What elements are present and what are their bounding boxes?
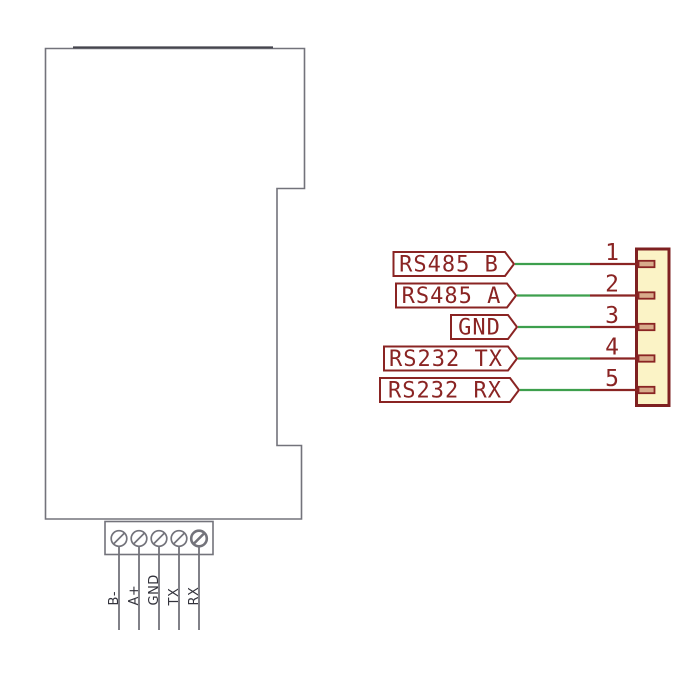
- terminal-screw-3: [150, 529, 168, 548]
- screw-circle: [189, 529, 209, 548]
- screw-circle: [110, 529, 128, 548]
- net-flag: [379, 377, 521, 403]
- net-flag-label: RS232_RX: [388, 379, 502, 404]
- net-flag: [395, 282, 518, 309]
- connector-pin-pad: [637, 354, 656, 363]
- connector-schematic: RS485_B 1 RS485_A 2 GND 3: [379, 240, 671, 407]
- pin-row-2: RS485_A 2: [395, 272, 656, 309]
- pin-number: 5: [605, 366, 619, 392]
- connector-pin-pad: [637, 322, 656, 332]
- screw-circle: [130, 529, 148, 548]
- pin-number: 2: [605, 272, 619, 298]
- module-outline: [44, 47, 306, 520]
- terminal-screw-2: [130, 529, 148, 548]
- terminal-label-1: B-: [107, 591, 122, 606]
- net-flag: [392, 251, 516, 277]
- pin-number: 3: [605, 303, 619, 329]
- pin-row-5: RS232_RX 5: [379, 366, 656, 404]
- module-outline-drawing: B- A+ GND TX RX: [44, 46, 306, 630]
- net-flag-label: RS485_A: [402, 284, 502, 309]
- net-flag: [450, 314, 519, 340]
- pin-number: 1: [605, 240, 619, 266]
- screw-circle: [150, 529, 168, 548]
- net-flag-label: RS485_B: [399, 253, 499, 278]
- connector-pin-pad: [637, 259, 656, 269]
- net-flag-label: GND: [458, 316, 501, 341]
- connector-pin-pad: [637, 385, 656, 395]
- screw-slot: [153, 532, 165, 545]
- pin-row-1: RS485_B 1: [392, 240, 656, 278]
- terminal-label-5: RX: [187, 587, 202, 606]
- terminal-label-4: TX: [167, 588, 182, 607]
- pin-row-4: RS232_TX 4: [383, 335, 656, 372]
- terminal-label-2: A+: [127, 585, 142, 606]
- terminal-screw-4: [170, 529, 188, 548]
- net-flag: [383, 345, 519, 372]
- connector-pin-pad: [637, 291, 656, 300]
- screw-slot: [173, 532, 185, 545]
- pin-number: 4: [605, 335, 619, 361]
- terminal-screw-1: [110, 529, 128, 548]
- pin-row-3: GND 3: [450, 303, 656, 341]
- terminal-label-3: GND: [147, 574, 162, 605]
- terminal-screw-5: [189, 529, 209, 548]
- screw-circle: [170, 529, 188, 548]
- screw-slot: [192, 532, 206, 545]
- net-flag-label: RS232_TX: [389, 347, 503, 372]
- screw-slot: [113, 532, 125, 545]
- screw-slot: [133, 532, 145, 545]
